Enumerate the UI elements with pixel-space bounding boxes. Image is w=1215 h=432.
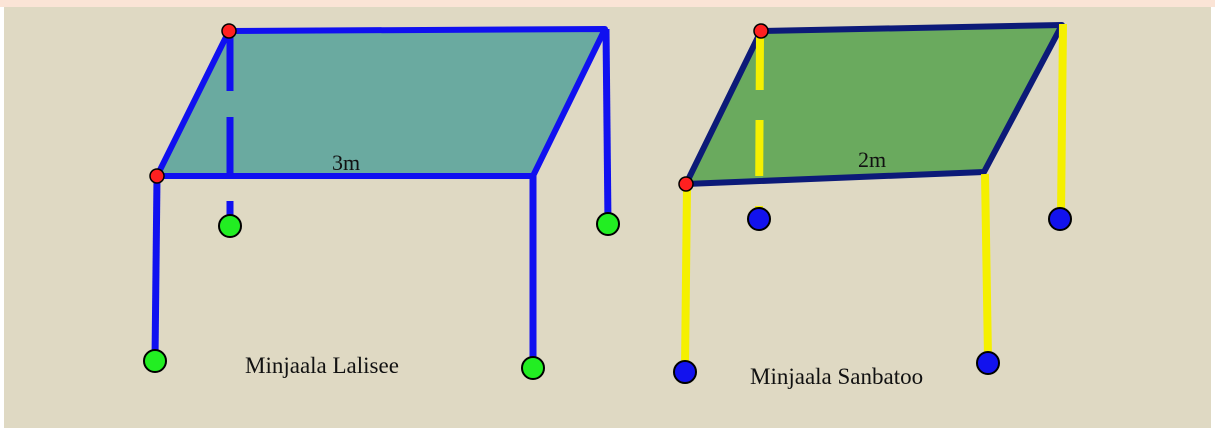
front-left-leg-lalisee [151, 176, 161, 361]
caption-sanbatoo: Minjaala Sanbatoo [750, 364, 923, 389]
corner-point [221, 23, 237, 39]
foot-point [143, 349, 167, 373]
back-left-leg-sanbatoo [755, 33, 764, 217]
foot-point [521, 356, 545, 380]
caption-lalisee: Minjaala Lalisee [245, 353, 399, 378]
back-right-leg-lalisee [602, 28, 612, 225]
front-left-leg-sanbatoo [681, 186, 691, 369]
table-top-sanbatoo [683, 22, 1065, 187]
top-band [0, 0, 1215, 7]
foot-point [218, 214, 242, 238]
foot-point [673, 360, 697, 384]
foot-point [1048, 207, 1072, 231]
foot-point [976, 351, 1000, 375]
dimension-label-sanbatoo: 2m [858, 147, 886, 172]
table-sanbatoo: 2m Minjaala Sanbatoo [673, 22, 1072, 389]
foot-point [747, 207, 771, 231]
back-right-leg-sanbatoo [1057, 23, 1067, 216]
table-lalisee: 3m Minjaala Lalisee [143, 23, 620, 380]
foot-point [596, 212, 620, 236]
table-top-lalisee [154, 26, 608, 179]
corner-point [753, 23, 769, 39]
corner-point [149, 168, 165, 184]
dimension-label-lalisee: 3m [332, 150, 360, 175]
front-right-leg-sanbatoo [981, 173, 992, 359]
corner-point [678, 176, 694, 192]
